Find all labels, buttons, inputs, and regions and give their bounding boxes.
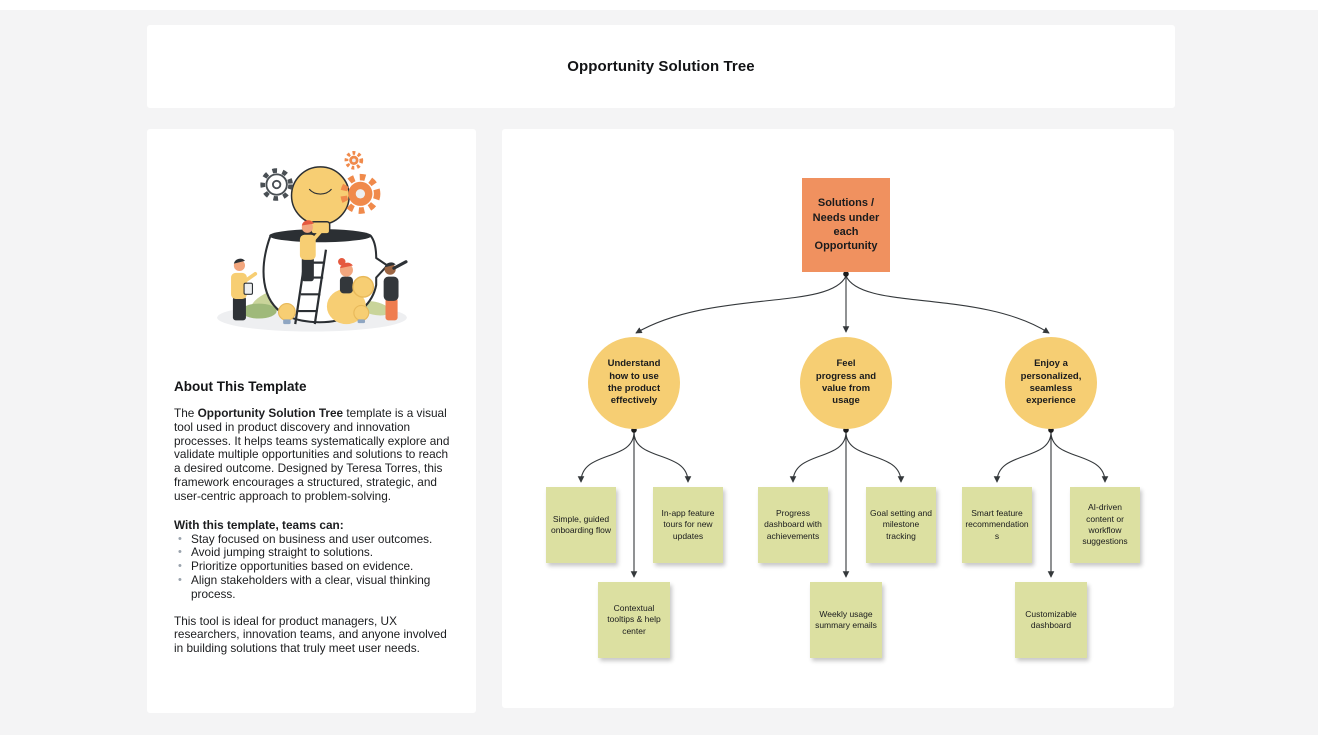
solution-node: Simple, guided onboarding flow — [546, 487, 616, 563]
connector-line — [577, 431, 635, 483]
about-section: About This Template The Opportunity Solu… — [174, 379, 452, 656]
lightbulb-icon — [290, 166, 350, 226]
window-bottom-strip — [0, 735, 1318, 741]
solution-node: In-app feature tours for new updates — [653, 487, 723, 563]
opportunity-label: Understand how to use the product effect… — [607, 358, 661, 407]
small-gear-icon — [344, 151, 364, 170]
connector-line — [1050, 431, 1109, 483]
sub-solution-label: Weekly usage summary emails — [815, 608, 877, 630]
opportunity-node: Feel progress and value from usage — [800, 337, 892, 429]
connector-line — [845, 431, 905, 483]
bullet-item: Prioritize opportunities based on eviden… — [174, 559, 452, 574]
tree-connectors — [577, 271, 1109, 578]
outline-gear-icon — [260, 168, 293, 201]
head-opening-shape — [269, 229, 372, 243]
sub-solution-node: Customizable dashboard — [1015, 582, 1087, 658]
left-person-figure — [231, 258, 258, 321]
small-lightbulb-icon — [353, 304, 370, 324]
solution-label: Goal setting and milestone tracking — [870, 507, 932, 541]
bullet-item: Avoid jumping straight to solutions. — [174, 546, 452, 560]
solution-label: In-app feature tours for new updates — [661, 507, 715, 541]
solution-node: Goal setting and milestone tracking — [866, 487, 936, 563]
team-idea-illustration — [217, 151, 408, 332]
solution-node: Progress dashboard with achievements — [758, 487, 828, 563]
bullet-item: Align stakeholders with a clear, visual … — [174, 573, 452, 602]
solution-label: AI-driven content or workflow suggestion… — [1082, 502, 1128, 547]
about-paragraph-2: This tool is ideal for product managers,… — [174, 613, 447, 656]
bullet-item: Stay focused on business and user outcom… — [174, 532, 452, 547]
header-card: Opportunity Solution Tree — [147, 25, 1175, 108]
opportunity-node: Understand how to use the product effect… — [588, 337, 680, 429]
page-title: Opportunity Solution Tree — [567, 58, 755, 75]
opportunity-node: Enjoy a personalized,seamless experience — [1005, 337, 1097, 429]
about-paragraph-1: The Opportunity Solution Tree template i… — [174, 406, 450, 503]
about-bullet-list: Stay focused on business and user outcom… — [174, 532, 452, 602]
solution-label: Progress dashboard with achievements — [764, 507, 822, 541]
solution-node: AI-driven content or workflow suggestion… — [1070, 487, 1140, 563]
orange-gear-icon — [340, 173, 381, 214]
right-person-figure — [383, 260, 408, 321]
small-lightbulb-icon — [277, 303, 296, 325]
opportunity-label: Feel progress and value from usage — [815, 358, 877, 407]
sub-solution-label: Contextual tooltips & help center — [607, 602, 661, 636]
connector-line — [993, 431, 1052, 483]
solution-label: Simple, guided onboarding flow — [550, 513, 611, 535]
connector-line — [845, 275, 1050, 334]
connector-line — [635, 275, 847, 334]
about-heading: About This Template — [174, 379, 307, 394]
leaf-shape — [241, 303, 277, 319]
window-top-strip — [0, 0, 1318, 10]
solution-node: Smart feature recommendations — [962, 487, 1032, 563]
template-name-bold: Opportunity Solution Tree — [197, 406, 344, 420]
sub-solution-node: Contextual tooltips & help center — [598, 582, 670, 658]
connector-line — [633, 431, 692, 483]
solution-label: Smart feature recommendations — [965, 507, 1029, 541]
person-on-ladder-figure — [299, 220, 326, 282]
about-list-heading: With this template, teams can: — [174, 517, 344, 532]
connector-line — [789, 431, 847, 483]
about-panel: About This Template The Opportunity Solu… — [147, 129, 476, 713]
sub-solution-label: Customizable dashboard — [1025, 608, 1077, 630]
sub-solution-node: Weekly usage summary emails — [810, 582, 882, 658]
lightbulb-filament — [308, 188, 332, 195]
tree-panel: Solutions / Needs under each Opportunity… — [502, 129, 1174, 708]
illustration-container — [205, 143, 419, 347]
tree-root-node: Solutions / Needs under each Opportunity — [802, 178, 890, 272]
tree-root-label: Solutions / Needs under each Opportunity — [812, 197, 880, 253]
opportunity-label: Enjoy a personalized,seamless experience — [1020, 358, 1082, 407]
